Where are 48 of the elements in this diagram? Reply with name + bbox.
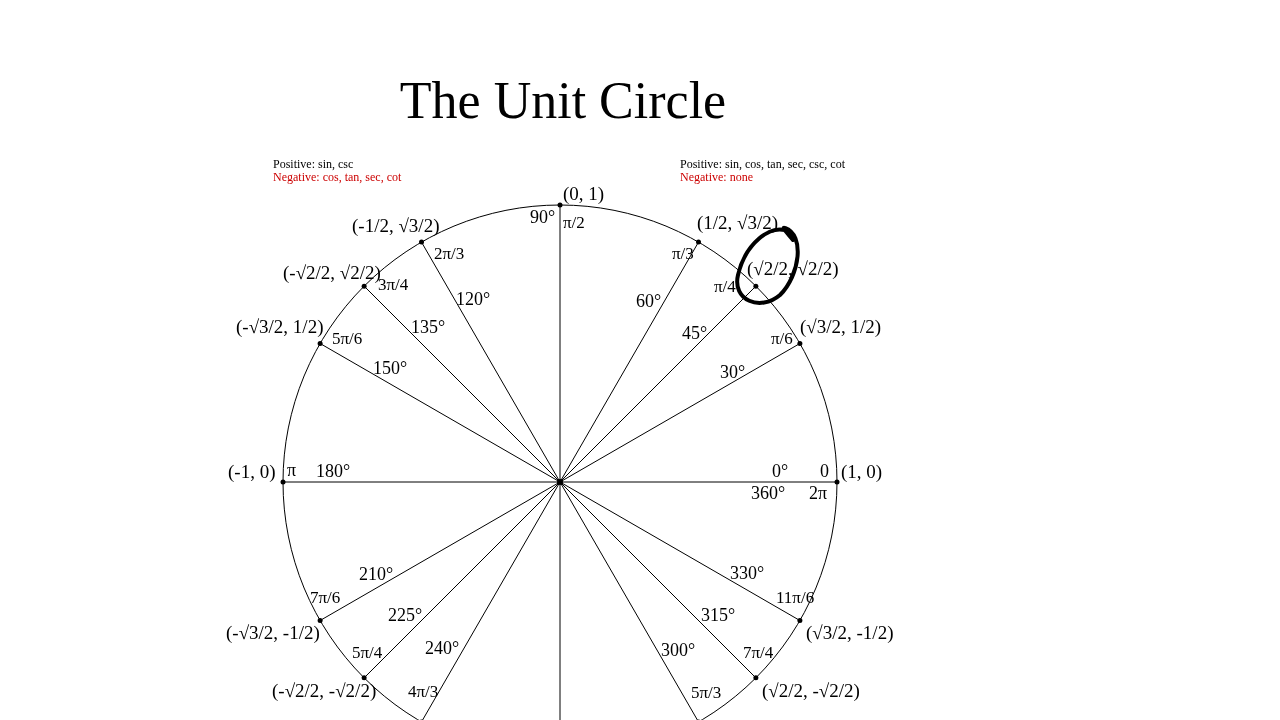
coordinate-label: (-1/2, √3/2) [352, 215, 440, 235]
degree-label: 0° [772, 462, 789, 480]
radian-label: 2π/3 [434, 244, 465, 262]
radian-label: π [287, 461, 297, 479]
title: The Unit Circle [399, 70, 727, 130]
radian-label: 0 [820, 462, 829, 480]
degree-label: 150° [373, 359, 408, 377]
coordinate-label: (-√3/2, 1/2) [236, 316, 324, 336]
degree-label: 240° [425, 639, 460, 657]
degree-label: 45° [682, 324, 708, 342]
degree-label: 135° [411, 318, 446, 336]
radian-label: 4π/3 [408, 682, 439, 700]
coordinate-label: (-√3/2, -1/2) [226, 622, 320, 642]
degree-label: 210° [359, 565, 394, 583]
radian-label: 7π/6 [310, 588, 341, 606]
radian-label: 5π/6 [332, 329, 363, 347]
radian-label: 2π [809, 484, 828, 502]
radian-label: π/2 [563, 213, 585, 231]
coordinate-label: (√2/2, -√2/2) [762, 680, 860, 700]
quadrant-note: Positive: sin, csc [273, 158, 354, 170]
degree-label: 360° [751, 484, 786, 502]
degree-label: 180° [316, 462, 351, 480]
degree-label: 225° [388, 606, 423, 624]
coordinate-label: (-1, 0) [228, 461, 276, 481]
degree-label: 60° [636, 292, 662, 310]
degree-label: 315° [701, 606, 736, 624]
degree-label: 300° [661, 641, 696, 659]
radian-label: π/4 [714, 277, 736, 295]
degree-label: 90° [530, 208, 556, 226]
coordinate-label: (√2/2, √2/2) [747, 258, 839, 278]
radian-label: π/6 [771, 329, 793, 347]
radian-label: π/3 [672, 244, 694, 262]
coordinate-label: (√3/2, 1/2) [800, 316, 882, 336]
degree-label: 330° [730, 564, 765, 582]
coordinate-label: (-√2/2, -√2/2) [272, 680, 377, 700]
radian-label: 5π/3 [691, 683, 722, 701]
degree-label: 30° [720, 363, 746, 381]
coordinate-label: (-√2/2, √2/2) [283, 262, 381, 282]
coordinate-label: (1, 0) [841, 461, 883, 481]
radian-label: 11π/6 [776, 588, 815, 606]
coordinate-label: (√3/2, -1/2) [806, 622, 894, 642]
coordinate-label: (0, 1) [563, 183, 605, 203]
quadrant-note: Positive: sin, cos, tan, sec, csc, cot [680, 158, 845, 170]
quadrant-note: Negative: cos, tan, sec, cot [273, 171, 402, 183]
quadrant-note: Negative: none [680, 171, 753, 183]
radian-label: 7π/4 [743, 643, 774, 661]
degree-label: 120° [456, 290, 491, 308]
radian-label: 5π/4 [352, 643, 383, 661]
